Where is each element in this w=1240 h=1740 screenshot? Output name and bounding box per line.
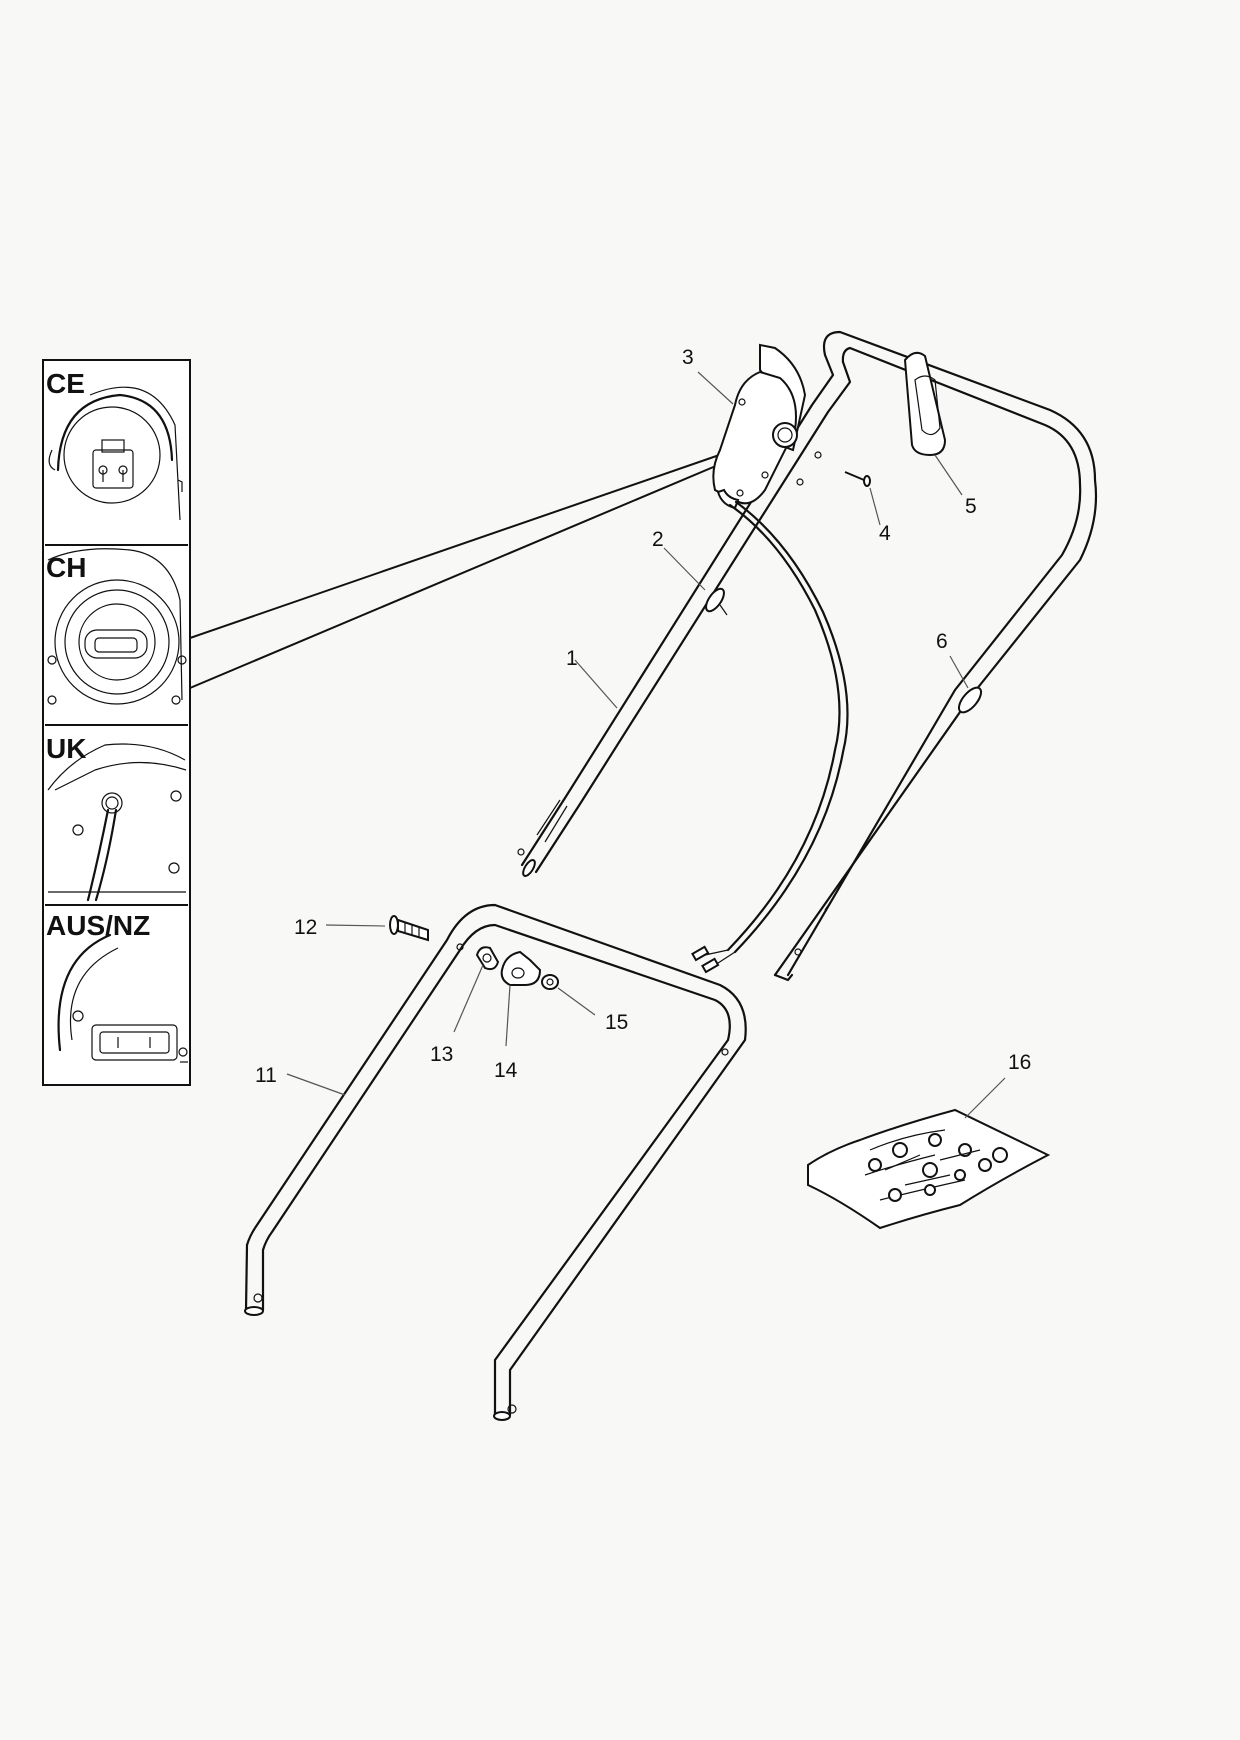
region-label-ce: CE (46, 368, 85, 399)
hex-nut (541, 974, 559, 990)
cable-guide-hook (903, 351, 947, 457)
callout-16: 16 (1008, 1051, 1031, 1074)
callout-3: 3 (682, 346, 694, 369)
switch-box (712, 343, 807, 510)
lower-handle-bar (244, 903, 747, 1421)
region-label-ch: CH (46, 552, 86, 583)
upper-handle-bar (773, 330, 1098, 982)
cable-clip (705, 587, 728, 616)
callout-1: 1 (566, 647, 578, 670)
leader-lines (286, 371, 1006, 1119)
region-label-uk: UK (46, 733, 86, 764)
callout-12: 12 (294, 916, 317, 939)
detail-zoom-wedge (189, 451, 731, 689)
callout-6: 6 (936, 630, 948, 653)
power-cable (691, 500, 849, 974)
hardware-bag (807, 1108, 1051, 1230)
callout-5: 5 (965, 495, 977, 518)
wing-knob (500, 950, 542, 986)
callout-labels: 1 2 3 4 5 6 11 12 13 14 15 16 (255, 346, 1031, 1087)
callout-13: 13 (430, 1043, 453, 1066)
callout-4: 4 (879, 522, 891, 545)
callout-14: 14 (494, 1059, 518, 1082)
ausnz-socket-drawing (57, 933, 188, 1063)
region-label-ausnz: AUS/NZ (46, 910, 150, 941)
callout-2: 2 (652, 528, 664, 551)
handle-tube-left (517, 353, 852, 877)
screw-small (844, 471, 871, 487)
handle-washer (475, 946, 500, 971)
carriage-bolt (389, 915, 429, 942)
callout-11: 11 (255, 1064, 277, 1087)
callout-15: 15 (605, 1011, 628, 1034)
plug-variants-panel: CE CH UK AUS/NZ (42, 359, 191, 1086)
uk-socket-drawing (47, 743, 187, 902)
ch-socket-drawing (47, 548, 187, 705)
ce-socket-drawing (48, 386, 183, 521)
